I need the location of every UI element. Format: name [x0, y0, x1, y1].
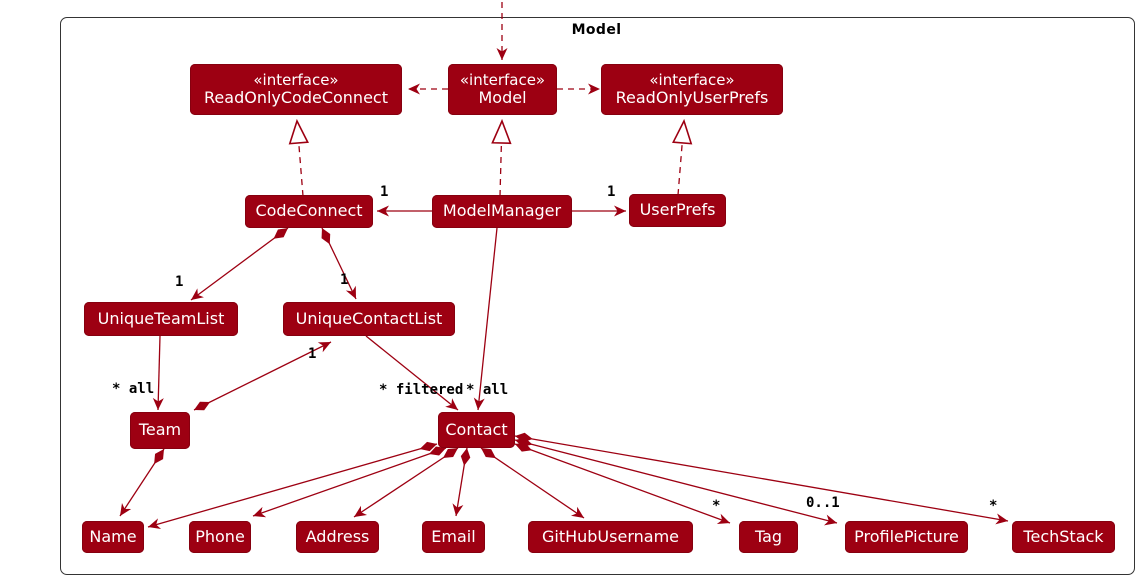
class-name-label: UserPrefs	[639, 200, 716, 220]
class-name-label: GitHubUsername	[541, 526, 679, 546]
class-codeconnect: CodeConnect	[245, 195, 373, 228]
multiplicity-codeconnect-uniqueteamlist: 1	[175, 274, 184, 290]
multiplicity-modelmanager-contact: * filtered	[379, 382, 464, 398]
class-userprefs: UserPrefs	[629, 194, 726, 227]
class-name-label: ModelManager	[442, 201, 562, 221]
class-name-label: CodeConnect	[255, 201, 363, 221]
class-name-label: Contact	[445, 419, 508, 439]
class-contact: Contact	[438, 412, 515, 448]
class-techstack: TechStack	[1012, 521, 1115, 553]
interface-model: «interface» Model	[448, 64, 557, 115]
class-uniquecontactlist: UniqueContactList	[283, 302, 455, 336]
multiplicity-contact-profilepicture: 0..1	[806, 495, 840, 511]
multiplicity-modelmanager-codeconnect: 1	[380, 184, 389, 200]
multiplicity-uniquecontactlist-contact: * all	[466, 382, 509, 398]
class-name-label: Tag	[754, 526, 783, 546]
multiplicity-team-uniquecontactlist: 1	[308, 346, 317, 362]
multiplicity-uniqueteamlist-team: * all	[112, 381, 155, 397]
class-name-label: Team	[138, 420, 182, 440]
class-name-label: UniqueTeamList	[97, 308, 225, 328]
class-uniqueteamlist: UniqueTeamList	[84, 302, 238, 336]
multiplicity-contact-tag: *	[712, 498, 721, 514]
class-profilepicture: ProfilePicture	[845, 521, 968, 553]
class-address: Address	[296, 521, 379, 553]
class-phone: Phone	[189, 521, 251, 553]
class-name-label: Address	[305, 526, 370, 546]
class-name: Name	[82, 521, 144, 553]
multiplicity-contact-techstack: *	[989, 498, 998, 514]
class-name-label: Phone	[195, 526, 245, 546]
class-name-label: Name	[89, 526, 137, 546]
class-githubusername: GitHubUsername	[528, 521, 693, 553]
frame-title: Model	[571, 22, 622, 38]
interface-readonlyuserprefs: «interface» ReadOnlyUserPrefs	[601, 64, 783, 115]
multiplicity-modelmanager-userprefs: 1	[607, 184, 616, 200]
interface-readonlycodeconnect: «interface» ReadOnlyCodeConnect	[190, 64, 402, 115]
stereotype-label: «interface»	[649, 70, 735, 89]
stereotype-label: «interface»	[459, 70, 546, 89]
multiplicity-codeconnect-uniquecontactlist: 1	[340, 272, 349, 288]
class-modelmanager: ModelManager	[432, 195, 572, 228]
class-team: Team	[130, 412, 190, 449]
class-name-label: UniqueContactList	[295, 308, 443, 328]
class-name-label: ReadOnlyCodeConnect	[204, 87, 388, 107]
class-name-label: TechStack	[1023, 526, 1104, 546]
class-tag: Tag	[739, 521, 798, 553]
class-name-label: Model	[478, 87, 527, 107]
class-email: Email	[422, 521, 485, 553]
stereotype-label: «interface»	[253, 70, 339, 89]
class-name-label: Email	[431, 526, 476, 546]
class-name-label: ProfilePicture	[854, 526, 959, 546]
class-name-label: ReadOnlyUserPrefs	[615, 87, 769, 107]
